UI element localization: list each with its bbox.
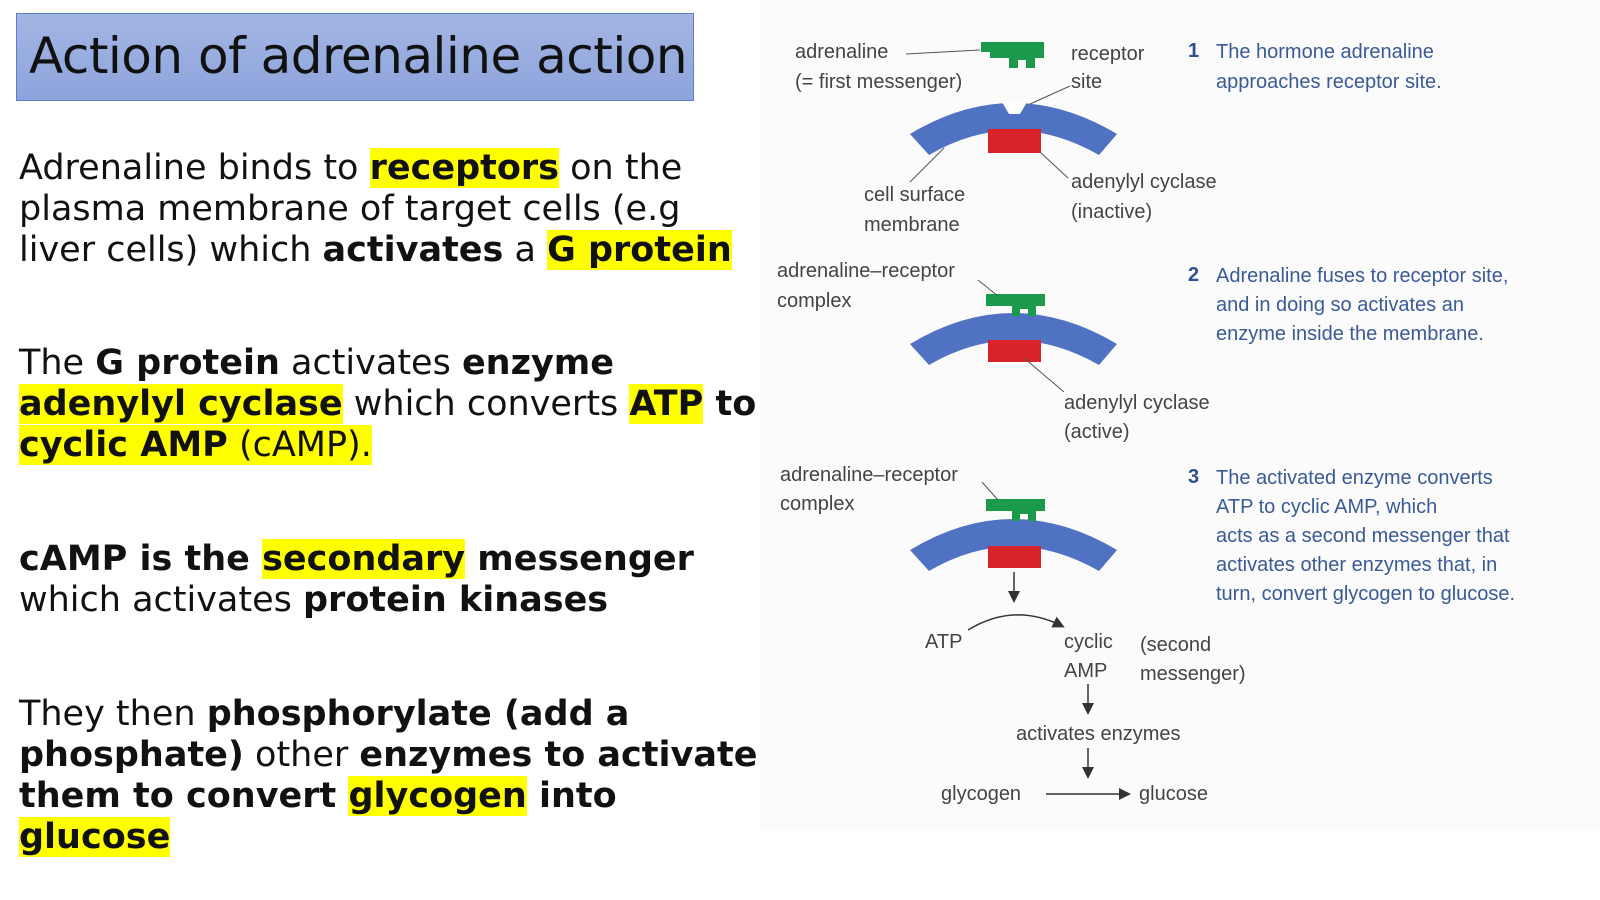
bold-into: into <box>526 776 617 816</box>
bold-enzymes-to-activate: enzymes to activate them to convert <box>19 735 758 816</box>
adenylyl-cyclase-inactive-1 <box>988 129 1041 153</box>
label-atp: ATP <box>925 631 962 653</box>
bold-camp-is-the: cAMP is the <box>19 539 263 579</box>
step-2-line-1: Adrenaline fuses to receptor site, <box>1216 265 1508 287</box>
step-1: 1 The hormone adrenaline approaches rece… <box>1188 40 1442 93</box>
step-3-line-3: acts as a second messenger that <box>1216 525 1510 547</box>
label-complex-2b: complex <box>777 290 851 312</box>
title-box: Action of adrenaline action <box>16 13 694 101</box>
label-glycogen: glycogen <box>941 783 1021 805</box>
step-1-line-1: The hormone adrenaline <box>1216 41 1434 63</box>
receptor-notch <box>1002 102 1027 114</box>
label-complex-3a: adrenaline–receptor <box>780 464 958 486</box>
diagram-background <box>760 0 1600 830</box>
label-adenylyl-cyclase-1: adenylyl cyclase <box>1071 171 1217 193</box>
label-messenger: messenger) <box>1140 663 1246 685</box>
highlight-adenylyl-cyclase: adenylyl cyclase <box>19 384 343 424</box>
step-3: 3 The activated enzyme converts ATP to c… <box>1188 466 1515 605</box>
label-site: site <box>1071 71 1102 93</box>
highlight-secondary: secondary <box>262 539 466 579</box>
adenylyl-cyclase-active-2 <box>988 340 1041 362</box>
text-run: Adrenaline binds to <box>19 148 370 188</box>
leader-line <box>977 279 999 297</box>
adrenaline-diagram: adrenaline (= first messenger) receptor … <box>760 0 1600 830</box>
paragraph-camp: cAMP is the secondary messenger which ac… <box>19 539 759 621</box>
adenylyl-cyclase-active-3 <box>988 546 1041 568</box>
highlight-camp: (cAMP). <box>227 425 372 465</box>
step-2-line-2: and in doing so activates an <box>1216 294 1464 316</box>
membrane-arc-2 <box>910 313 1117 365</box>
highlight-glucose: glucose <box>19 817 171 857</box>
text-run: activates <box>279 343 462 383</box>
text-run: other <box>243 735 360 775</box>
highlight-glycogen: glycogen <box>348 776 527 816</box>
label-active: (active) <box>1064 421 1130 443</box>
bold-phosphorylate: phosphorylate (add a phosphate) <box>19 694 630 775</box>
label-cyclic: cyclic <box>1064 631 1113 653</box>
step-3-line-1: The activated enzyme converts <box>1216 467 1493 489</box>
paragraph-phosphorylate: They then phosphorylate (add a phosphate… <box>19 694 759 858</box>
bold-protein-kinases: protein kinases <box>303 580 609 620</box>
label-cell-surface: cell surface <box>864 184 965 206</box>
step-2: 2 Adrenaline fuses to receptor site, and… <box>1188 264 1508 345</box>
text-run: which activates <box>19 580 303 620</box>
step-3-line-5: turn, convert glycogen to glucose. <box>1216 583 1515 605</box>
leader-line <box>909 147 945 183</box>
label-amp: AMP <box>1064 660 1107 682</box>
adrenaline-molecule-1 <box>981 42 1044 68</box>
step-1-line-2: approaches receptor site. <box>1216 71 1442 93</box>
step-3-line-4: activates other enzymes that, in <box>1216 554 1497 576</box>
label-complex-3b: complex <box>780 493 854 515</box>
stage-1: adrenaline (= first messenger) receptor … <box>795 41 1217 236</box>
leader-line <box>981 481 999 501</box>
label-complex-2a: adrenaline–receptor <box>777 260 955 282</box>
highlight-g-protein: G protein <box>547 230 732 270</box>
step-2-line-3: enzyme inside the membrane. <box>1216 323 1484 345</box>
slide-title: Action of adrenaline action <box>29 27 688 85</box>
label-first-messenger: (= first messenger) <box>795 71 962 93</box>
paragraph-receptors: Adrenaline binds to receptors on the pla… <box>19 148 759 271</box>
stage-3: adrenaline–receptor complex ATP cyclic A… <box>780 464 1246 805</box>
highlight-receptors: receptors <box>369 148 560 188</box>
text-run: a <box>503 230 548 270</box>
label-activates-enzymes: activates enzymes <box>1016 723 1181 745</box>
adrenaline-receptor-complex-3 <box>986 499 1045 521</box>
text-run: The <box>19 343 96 383</box>
step-3-line-2: ATP to cyclic AMP, which <box>1216 496 1437 518</box>
bold-to: to <box>703 384 757 424</box>
arrow-atp-to-camp <box>967 614 1065 631</box>
paragraph-g-protein: The G protein activates enzyme adenylyl … <box>19 343 759 466</box>
label-membrane: membrane <box>864 214 960 236</box>
highlight-atp: ATP <box>629 384 704 424</box>
stage-2: adrenaline–receptor complex adenylyl cyc… <box>777 260 1210 443</box>
label-adenylyl-cyclase-2: adenylyl cyclase <box>1064 392 1210 414</box>
step-number-3: 3 <box>1188 466 1199 488</box>
label-glucose: glucose <box>1139 783 1208 805</box>
label-receptor: receptor <box>1071 43 1145 65</box>
label-adrenaline: adrenaline <box>795 41 888 63</box>
leader-line <box>1029 85 1071 105</box>
highlight-cyclic-amp: cyclic AMP <box>19 425 228 465</box>
leader-line <box>1023 357 1065 393</box>
step-number-2: 2 <box>1188 264 1199 286</box>
bold-activates: activates <box>322 230 504 270</box>
bold-messenger: messenger <box>465 539 694 579</box>
text-run: on the plasma membrane of target cells (… <box>19 148 683 270</box>
membrane-arc-3 <box>910 519 1117 571</box>
text-run: They then <box>19 694 207 734</box>
bold-g-protein: G protein <box>95 343 280 383</box>
bold-enzyme: enzyme <box>461 343 614 383</box>
leader-line <box>1039 151 1069 179</box>
adrenaline-receptor-complex-2 <box>986 294 1045 316</box>
text-run: which converts <box>342 384 630 424</box>
label-inactive: (inactive) <box>1071 201 1152 223</box>
step-number-1: 1 <box>1188 40 1199 62</box>
label-second: (second <box>1140 634 1211 656</box>
leader-line <box>905 49 981 55</box>
